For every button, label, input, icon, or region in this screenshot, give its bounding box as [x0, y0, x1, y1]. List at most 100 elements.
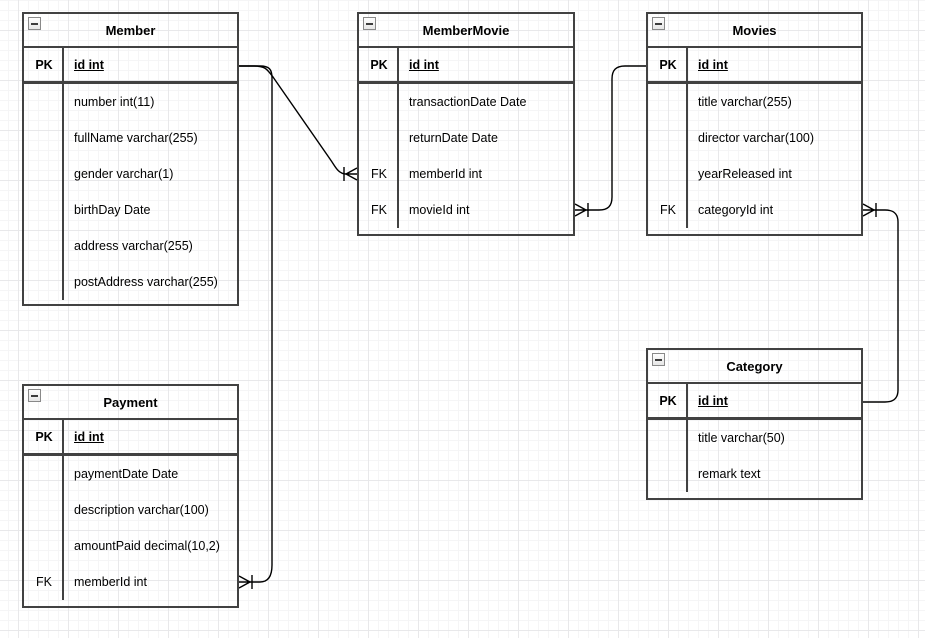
primary-key-row[interactable]: PK id int — [648, 48, 861, 84]
fk-badge: FK — [371, 167, 387, 181]
pk-field-label: id int — [74, 57, 104, 72]
attribute-row[interactable]: address varchar(255) — [24, 228, 237, 264]
entity-body: PK id int paymentDate Date description varc… — [24, 420, 237, 600]
attribute-row[interactable]: birthDay Date — [24, 192, 237, 228]
pk-column-divider — [62, 48, 64, 300]
entity-header: Member — [24, 14, 237, 48]
relation-line[interactable] — [239, 65, 347, 175]
attribute-row[interactable]: paymentDate Date — [24, 456, 237, 492]
crows-foot-many-icon — [238, 575, 253, 589]
entity-header: Payment — [24, 386, 237, 420]
pk-column-divider — [686, 48, 688, 228]
fk-badge: FK — [660, 203, 676, 217]
pk-field-label: id int — [698, 393, 728, 408]
collapse-minus-icon[interactable] — [363, 17, 376, 30]
relation-movies-id-to-membermovie-movieid[interactable] — [574, 65, 646, 217]
attribute-label: postAddress varchar(255) — [74, 275, 218, 289]
attribute-row[interactable]: number int(11) — [24, 84, 237, 120]
fk-badge: FK — [36, 575, 52, 589]
attribute-row[interactable]: FK memberId int — [24, 564, 237, 600]
attribute-label: paymentDate Date — [74, 467, 179, 481]
entity-header: Movies — [648, 14, 861, 48]
pk-badge: PK — [370, 57, 388, 72]
attribute-label: amountPaid decimal(10,2) — [74, 539, 220, 553]
pk-field-label: id int — [74, 429, 104, 444]
attribute-row[interactable]: remark text — [648, 456, 861, 492]
collapse-minus-icon[interactable] — [28, 17, 41, 30]
primary-key-row[interactable]: PK id int — [24, 48, 237, 84]
attribute-row[interactable]: yearReleased int — [648, 156, 861, 192]
attribute-label: memberId int — [409, 167, 482, 181]
entity-body: PK id int number int(11) fullName varchar(2… — [24, 48, 237, 300]
pk-column-divider — [686, 384, 688, 492]
pk-field-label: id int — [409, 57, 439, 72]
attribute-row[interactable]: transactionDate Date — [359, 84, 573, 120]
relation-line[interactable] — [239, 65, 273, 583]
attribute-row[interactable]: FK memberId int — [359, 156, 573, 192]
attribute-label: categoryId int — [698, 203, 774, 217]
relation-member-id-to-membermovie-memberid[interactable] — [239, 65, 358, 181]
fk-badge: FK — [371, 203, 387, 217]
pk-field-label: id int — [698, 57, 728, 72]
attribute-row[interactable]: title varchar(255) — [648, 84, 861, 120]
entity-title: MemberMovie — [422, 22, 510, 38]
pk-badge: PK — [35, 57, 53, 72]
pk-badge: PK — [35, 429, 53, 444]
attribute-label: birthDay Date — [74, 203, 151, 217]
primary-key-row[interactable]: PK id int — [24, 420, 237, 456]
attribute-label: title varchar(255) — [698, 95, 792, 109]
attribute-row[interactable]: title varchar(50) — [648, 420, 861, 456]
attribute-label: movieId int — [409, 203, 470, 217]
relation-category-id-to-movies-categoryid[interactable] — [862, 203, 899, 403]
crows-foot-many-icon — [574, 203, 589, 217]
attribute-label: memberId int — [74, 575, 147, 589]
collapse-minus-icon[interactable] — [652, 353, 665, 366]
attribute-row[interactable]: fullName varchar(255) — [24, 120, 237, 156]
entity-body: PK id int title varchar(255) director varch… — [648, 48, 861, 228]
attribute-row[interactable]: FK movieId int — [359, 192, 573, 228]
attribute-row[interactable]: gender varchar(1) — [24, 156, 237, 192]
attribute-label: returnDate Date — [409, 131, 498, 145]
relation-member-id-to-payment-memberid[interactable] — [238, 65, 273, 589]
crows-foot-many-icon — [862, 203, 877, 217]
collapse-minus-icon[interactable] — [28, 389, 41, 402]
entity-header: MemberMovie — [359, 14, 573, 48]
attribute-row[interactable]: amountPaid decimal(10,2) — [24, 528, 237, 564]
attribute-row[interactable]: director varchar(100) — [648, 120, 861, 156]
primary-key-row[interactable]: PK id int — [359, 48, 573, 84]
crows-foot-many-icon — [343, 167, 358, 181]
attribute-row[interactable]: postAddress varchar(255) — [24, 264, 237, 300]
attribute-row[interactable]: FK categoryId int — [648, 192, 861, 228]
entity-title: Category — [726, 358, 783, 374]
attribute-label: transactionDate Date — [409, 95, 527, 109]
attribute-label: director varchar(100) — [698, 131, 815, 145]
relation-line[interactable] — [863, 209, 899, 403]
attribute-label: gender varchar(1) — [74, 167, 174, 181]
pk-column-divider — [62, 420, 64, 600]
attribute-row[interactable]: returnDate Date — [359, 120, 573, 156]
pk-column-divider — [397, 48, 399, 228]
attribute-label: description varchar(100) — [74, 503, 209, 517]
attribute-label: yearReleased int — [698, 167, 792, 181]
entity-title: Movies — [732, 22, 777, 38]
attribute-label: number int(11) — [74, 95, 155, 109]
entity-title: Payment — [103, 394, 158, 410]
attribute-label: remark text — [698, 467, 761, 481]
pk-badge: PK — [659, 57, 677, 72]
attribute-label: title varchar(50) — [698, 431, 785, 445]
relation-line[interactable] — [586, 65, 646, 211]
collapse-minus-icon[interactable] — [652, 17, 665, 30]
attribute-label: address varchar(255) — [74, 239, 193, 253]
attribute-row[interactable]: description varchar(100) — [24, 492, 237, 528]
entity-header: Category — [648, 350, 861, 384]
entity-body: PK id int transactionDate Date returnDate D… — [359, 48, 573, 228]
